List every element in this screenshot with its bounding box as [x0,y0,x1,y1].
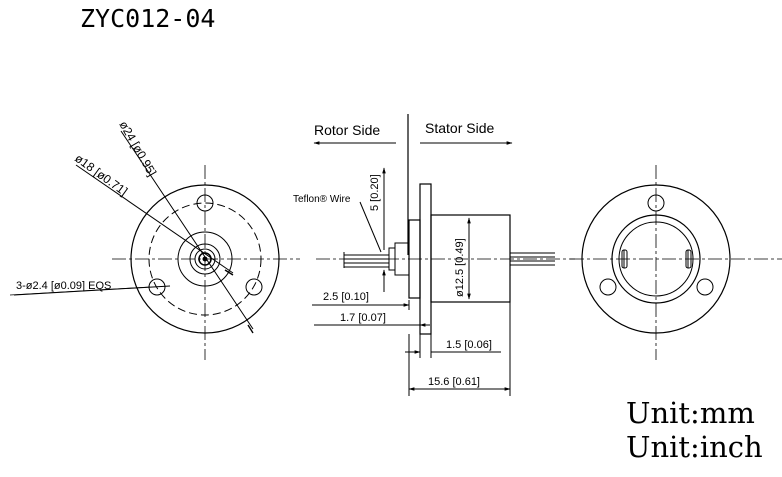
bolt-circle [148,202,262,316]
front-view [9,130,300,360]
dia18-label: ø18 [ø0.71] [72,151,130,198]
holes-label: 3-ø2.4 [ø0.09] EQS [16,280,111,292]
dim-2-5-label: 2.5 [0.10] [323,291,369,303]
dim-15-6-label: 15.6 [0.61] [428,376,480,388]
dim-5-label: 5 [0.20] [369,174,381,211]
stator-side-label: Stator Side [425,120,494,136]
mounting-hole-top [196,194,214,212]
unit-mm-label: Unit:mm [626,396,755,430]
rotor-side-label: Rotor Side [314,122,380,138]
dia24-label: ø24 [ø0.95] [116,119,159,179]
dim-1-5-label: 1.5 [0.06] [446,339,492,351]
outer-flange-circle [130,184,280,334]
rear-hole-left [599,278,617,296]
rear-outer-circle [581,184,731,334]
dim-1-7-label: 1.7 [0.07] [340,312,386,324]
rear-view [570,165,782,360]
dim-12-5-label: ø12.5 [0.49] [454,238,466,297]
mounting-hole-right [245,278,263,296]
teflon-wire-label: Teflon® Wire [293,194,351,205]
side-view [312,114,575,396]
rear-hole-right [696,278,714,296]
unit-inch-label: Unit:inch [626,430,763,464]
drawing-title: ZYC012-04 [80,4,216,33]
rear-hole-top [647,194,665,212]
